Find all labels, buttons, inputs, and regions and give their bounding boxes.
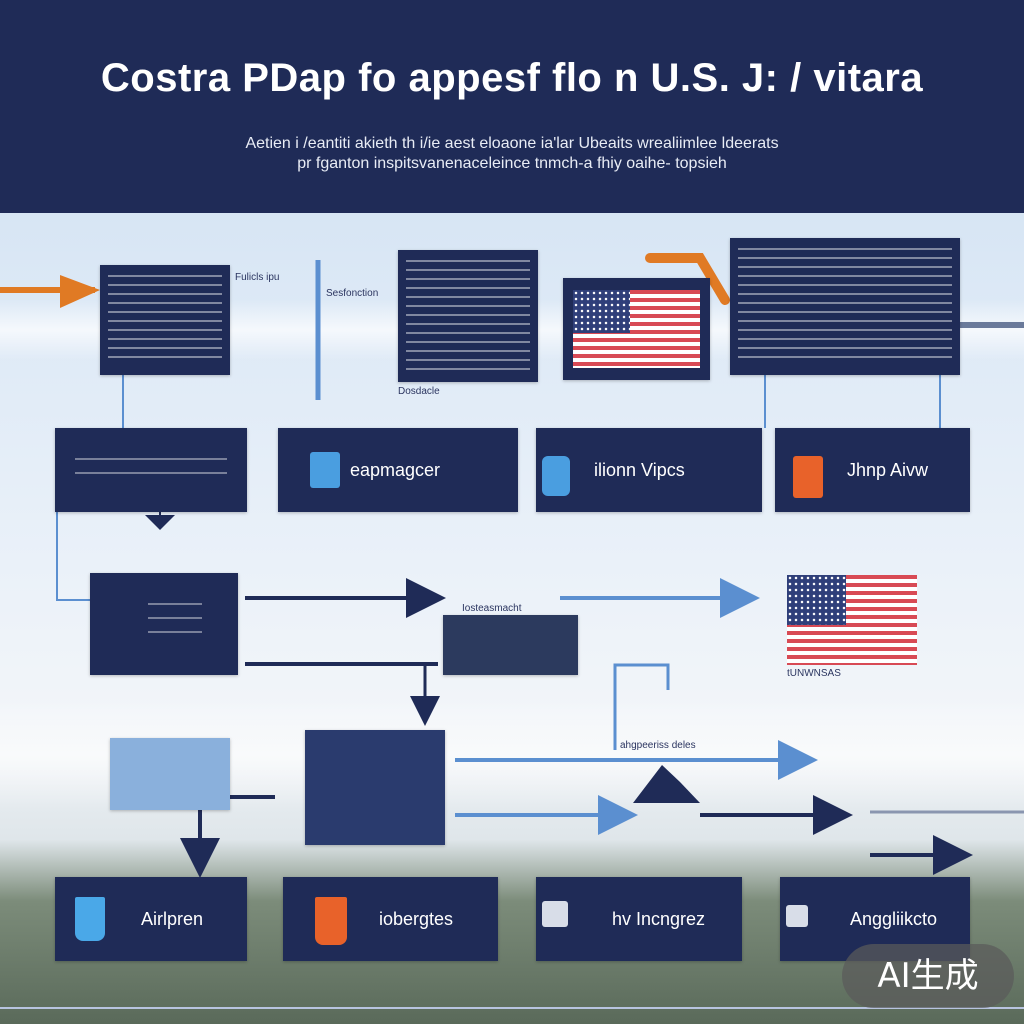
row4-caption: ahgpeeriss deles: [620, 740, 696, 751]
output-box-1: Airlpren: [55, 877, 247, 961]
output-box-2: iobergtes: [283, 877, 498, 961]
process-box-3: ilionn Vipcs: [536, 428, 762, 512]
document-icon: [793, 456, 823, 498]
process-box-4: Jhnp Aivw: [775, 428, 970, 512]
us-flag-image: [573, 290, 700, 368]
output-box-3-label: hv Incngrez: [612, 909, 705, 930]
shield-icon: [75, 897, 105, 941]
city-image-caption: Iosteasmacht: [462, 603, 521, 614]
document-panel-2: [398, 250, 538, 382]
document-text-lines: [108, 275, 222, 365]
gear-icon: [542, 901, 568, 927]
box-text-lines: [148, 603, 202, 645]
building-illustration: [110, 738, 230, 810]
document-panel-3: [730, 238, 960, 375]
document-text-lines: [738, 248, 952, 365]
us-flag-image-2: [787, 575, 917, 665]
box-text-lines: [75, 458, 227, 482]
database-icon: [310, 452, 340, 488]
ai-generated-badge: AI生成: [842, 944, 1014, 1008]
process-box-2-label: eapmagcer: [350, 460, 440, 481]
triangle-marker: [633, 765, 700, 803]
connector-head: [145, 515, 175, 530]
document-text-lines: [406, 260, 530, 372]
server-icon: [542, 456, 570, 496]
gear-icon: [786, 905, 808, 927]
process-box-2: eapmagcer: [278, 428, 518, 512]
output-box-4-label: Anggliikcto: [850, 909, 937, 930]
document-caption-2: Sesfonction: [326, 288, 378, 299]
city-image-panel: [443, 615, 578, 675]
process-box-3-label: ilionn Vipcs: [594, 460, 685, 481]
process-box-5: [90, 573, 238, 675]
connector-line: [615, 665, 668, 750]
orange-arrow-left-head: [60, 275, 100, 308]
output-box-2-label: iobergtes: [379, 909, 453, 930]
building-image-panel: [305, 730, 445, 845]
flag-canton: [787, 575, 846, 625]
output-box-3: hv Incngrez: [536, 877, 742, 961]
process-box-4-label: Jhnp Aivw: [847, 460, 928, 481]
connector-line: [57, 512, 90, 600]
document-caption-3: Dosdacle: [398, 386, 440, 397]
output-box-1-label: Airlpren: [141, 909, 203, 930]
shield-icon: [315, 897, 347, 945]
flag-canton: [573, 290, 630, 333]
flag-caption: tUNWNSAS: [787, 668, 841, 679]
flag-panel: [563, 278, 710, 380]
process-box-1: [55, 428, 247, 512]
document-panel-1: [100, 265, 230, 375]
document-caption-1: Fulicls ipu: [235, 272, 279, 283]
